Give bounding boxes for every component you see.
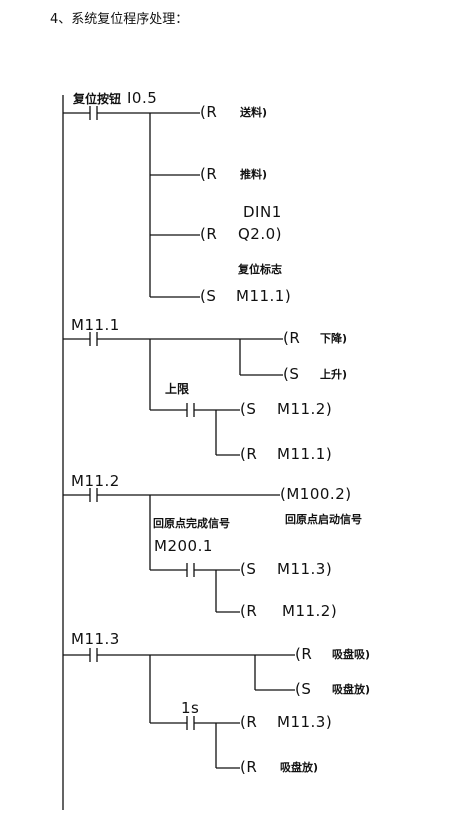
- rung1-coil-op: (S: [200, 287, 217, 305]
- rung1-coil-above: 复位标志: [238, 263, 282, 276]
- rung1-coil-op: (R: [200, 225, 218, 243]
- rung3-branch-coil-op: (R: [240, 602, 258, 620]
- rung4-branch-coil-target: 吸盘放): [280, 761, 319, 774]
- rung3-branch-coil-target: M11.2): [282, 602, 338, 620]
- rung2-coil-op: (R: [283, 329, 301, 347]
- page-title: 4、系统复位程序处理：: [50, 12, 189, 27]
- rung4-branch-coil-op: (R: [240, 713, 258, 731]
- rung3-coil-below: 回原点启动信号: [285, 513, 362, 526]
- rung3-coil-op: (M100.2): [280, 485, 352, 503]
- rung3-contact-addr: M11.2: [71, 472, 120, 490]
- rung4-branch-coil-target: M11.3): [277, 713, 333, 731]
- rung4-branch-contact-label: 1s: [181, 699, 200, 717]
- rung4-coil-target: 吸盘放): [332, 683, 371, 696]
- rung2-branch-coil-op: (S: [240, 400, 257, 418]
- rung1-contact-label: 复位按钮: [73, 92, 122, 106]
- rung1-coil-op: (R: [200, 103, 218, 121]
- rung3-branch-coil-op: (S: [240, 560, 257, 578]
- rung2-coil-target: 下降): [320, 332, 348, 345]
- rung4-branch-coil-op: (R: [240, 758, 258, 776]
- rung2-contact-addr: M11.1: [71, 316, 120, 334]
- rung3-branch-contact-addr: M200.1: [154, 537, 213, 555]
- rung4-coil-target: 吸盘吸): [332, 648, 371, 661]
- rung1-coil-target: Q2.0): [238, 225, 283, 243]
- rung1-coil-target: M11.1): [236, 287, 292, 305]
- rung1-coil-target: 推料): [240, 168, 268, 181]
- rung4-coil-op: (R: [295, 645, 313, 663]
- rung4-contact-addr: M11.3: [71, 630, 120, 648]
- rung4-coil-op: (S: [295, 680, 312, 698]
- rung2-branch-coil-op: (R: [240, 445, 258, 463]
- rung2-branch-coil-target: M11.2): [277, 400, 333, 418]
- rung2-coil-op: (S: [283, 365, 300, 383]
- rung3-branch-contact-label: 回原点完成信号: [153, 517, 230, 530]
- rung1-contact-addr: I0.5: [127, 89, 158, 107]
- rung2-branch-coil-target: M11.1): [277, 445, 333, 463]
- rung1-coil-target: 送料): [240, 106, 268, 119]
- rung1-coil-op: (R: [200, 165, 218, 183]
- rung2-coil-target: 上升): [320, 368, 348, 381]
- rung1-coil-above: DIN1: [243, 203, 282, 221]
- rung3-branch-coil-target: M11.3): [277, 560, 333, 578]
- rung2-branch-contact-label: 上限: [165, 382, 190, 396]
